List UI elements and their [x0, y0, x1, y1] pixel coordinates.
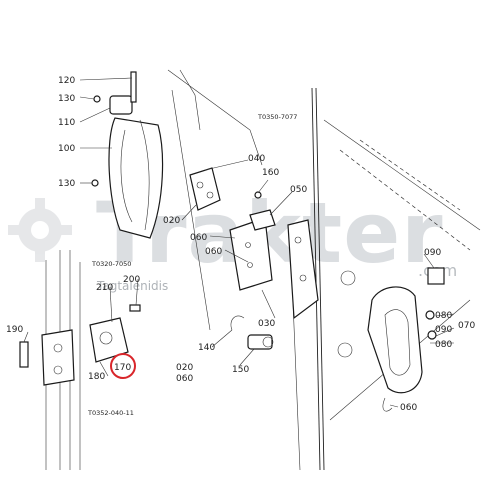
part-130b-screw — [91, 179, 99, 187]
label-050: 050 — [290, 185, 307, 195]
hinge-assembly — [19, 304, 141, 386]
label-090-b: 090 — [435, 325, 452, 335]
label-080: 080 — [435, 311, 452, 321]
label-130: 130 — [58, 94, 75, 104]
part-090-grommet — [427, 267, 445, 285]
reference-codes: T0350-7077 T0320-7050 T0352-040-11 — [87, 113, 297, 417]
label-210: 210 — [96, 283, 113, 293]
part-120-bolt — [130, 71, 137, 103]
part-labels: 120 130 110 100 130 040 160 050 020 060 … — [6, 76, 475, 413]
label-160: 160 — [262, 168, 279, 178]
label-060-c: 060 — [176, 374, 193, 384]
gear-icon — [8, 198, 72, 262]
highlight-circle — [110, 353, 136, 379]
label-040: 040 — [248, 154, 265, 164]
label-140: 140 — [198, 343, 215, 353]
door-handle — [337, 267, 445, 412]
latch-mechanism — [189, 167, 319, 320]
label-170: 170 — [114, 363, 131, 373]
label-190: 190 — [6, 325, 23, 335]
part-130-screw — [93, 95, 101, 103]
label-120: 120 — [58, 76, 75, 86]
ref-code-bottom: T0352-040-11 — [87, 409, 134, 417]
label-200: 200 — [123, 275, 140, 285]
part-110-block — [109, 95, 133, 115]
label-080-b: 080 — [435, 340, 452, 350]
label-020: 020 — [163, 216, 180, 226]
label-130-lower: 130 — [58, 179, 75, 189]
part-100-housing — [91, 71, 164, 239]
label-060: 060 — [190, 233, 207, 243]
label-100: 100 — [58, 144, 75, 154]
label-060-b: 060 — [205, 247, 222, 257]
part-150-lock — [230, 315, 274, 350]
label-030: 030 — [258, 319, 275, 329]
ref-code-top: T0350-7077 — [257, 113, 297, 121]
leader-lines — [23, 77, 455, 408]
label-110: 110 — [58, 118, 75, 128]
label-180: 180 — [88, 372, 105, 382]
label-020-b: 020 — [176, 363, 193, 373]
label-060-d: 060 — [400, 403, 417, 413]
label-070: 070 — [458, 321, 475, 331]
watermark-credit: Tagtalenidis — [96, 279, 168, 293]
label-150: 150 — [232, 365, 249, 375]
ref-code-left: T0320-7050 — [91, 260, 131, 268]
label-090: 090 — [424, 248, 441, 258]
